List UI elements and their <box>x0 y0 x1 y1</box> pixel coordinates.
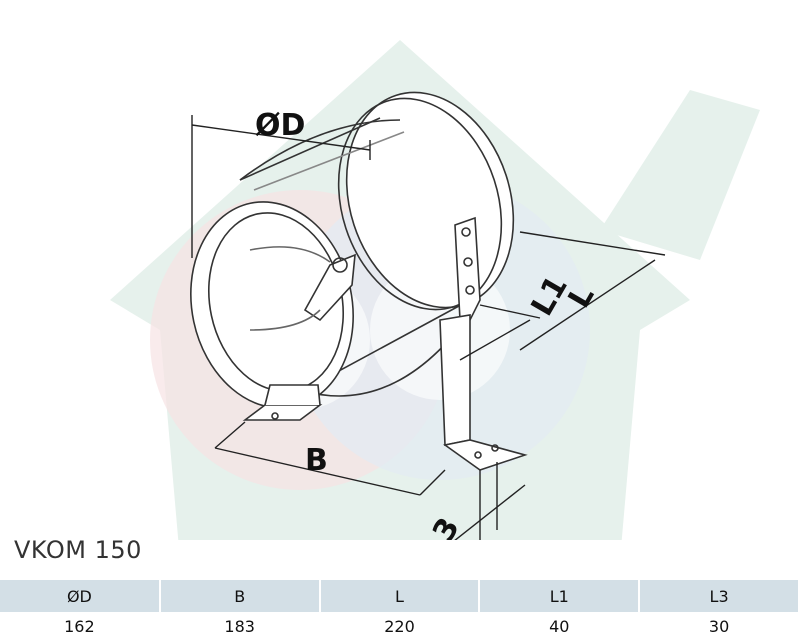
table-row: 162 183 220 40 30 <box>0 612 800 640</box>
value-l1: 40 <box>479 612 641 640</box>
dimension-lines <box>191 115 666 540</box>
label-b: B <box>305 443 328 478</box>
value-b: 183 <box>159 612 321 640</box>
fan-dimension-drawing: ØD B L L1 L3 <box>110 40 760 540</box>
header-diameter: ØD <box>0 580 161 612</box>
model-title: VKOM 150 <box>14 536 142 564</box>
header-l: L <box>319 580 481 612</box>
header-l3: L3 <box>639 580 800 612</box>
fan-body <box>190 91 528 471</box>
header-l1: L1 <box>479 580 641 612</box>
dimension-table: ØD B L L1 L3 162 183 220 40 30 <box>0 580 800 640</box>
value-diameter: 162 <box>0 612 161 640</box>
value-l: 220 <box>319 612 481 640</box>
table-header-row: ØD B L L1 L3 <box>0 580 800 612</box>
value-l3: 30 <box>639 612 800 640</box>
label-diameter: ØD <box>255 108 305 143</box>
header-b: B <box>159 580 321 612</box>
